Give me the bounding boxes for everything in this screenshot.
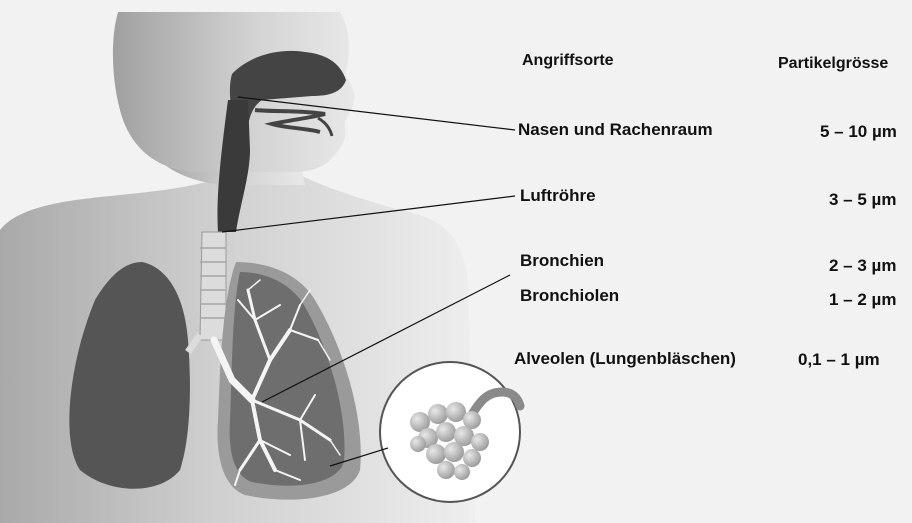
size-alveoli: 0,1 – 1 µm <box>798 350 880 370</box>
label-nasal: Nasen und Rachenraum <box>518 120 713 140</box>
size-nasal: 5 – 10 µm <box>820 122 897 142</box>
size-trachea: 3 – 5 µm <box>829 190 896 210</box>
size-bronchi: 2 – 3 µm <box>829 256 896 276</box>
label-bronchi: Bronchien <box>520 251 604 271</box>
size-bronchioles: 1 – 2 µm <box>829 290 896 310</box>
header-particle-size: Partikelgrösse <box>778 55 888 73</box>
label-alveoli: Alveolen (Lungenbläschen) <box>514 349 736 369</box>
label-bronchioles: Bronchiolen <box>520 286 619 306</box>
label-trachea: Luftröhre <box>520 186 596 206</box>
header-sites: Angriffsorte <box>522 52 614 70</box>
